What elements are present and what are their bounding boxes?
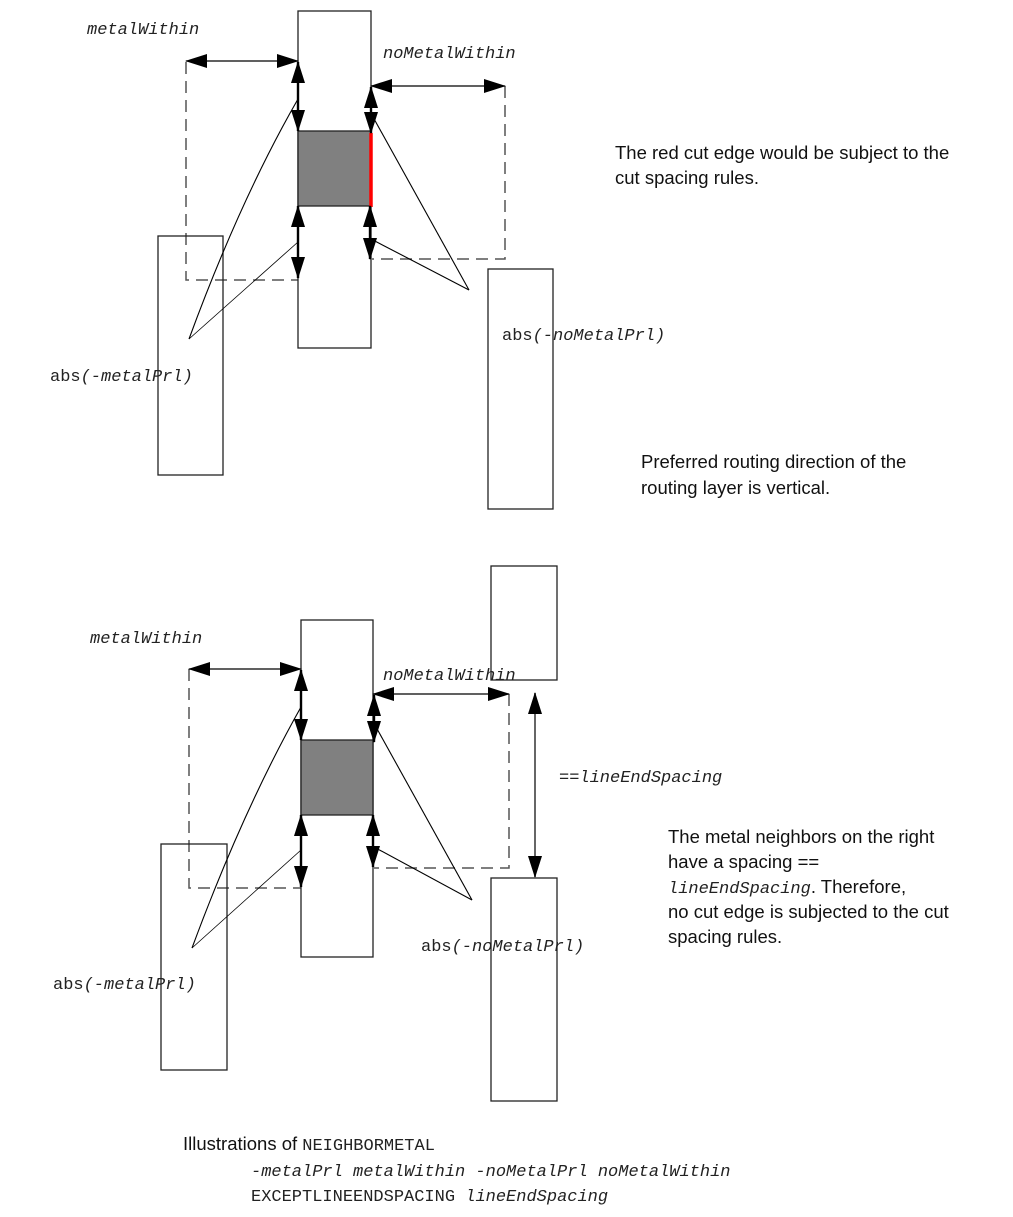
caption-line1: Illustrations of NEIGHBORMETAL xyxy=(183,1133,435,1156)
caption-prefix: Illustrations of xyxy=(183,1133,302,1154)
label-abs-no-metal-prl: abs(-noMetalPrl) xyxy=(502,327,665,346)
cut-via xyxy=(297,130,372,207)
label-abs-no-metal-prl: abs(-noMetalPrl) xyxy=(421,938,584,957)
note-line4: no cut edge is subjected to the cut xyxy=(668,901,949,922)
abs-prefix: abs xyxy=(421,938,452,957)
note-line5: spacing rules. xyxy=(668,926,782,947)
no-metal-prl-leader-a xyxy=(375,726,473,901)
abs-arg: (-noMetalPrl) xyxy=(533,327,666,346)
no-metal-within-window xyxy=(374,694,510,869)
label-abs-metal-prl: abs(-metalPrl) xyxy=(53,976,196,995)
abs-arg: (-metalPrl) xyxy=(81,368,193,387)
note-line3: lineEndSpacing. Therefore, xyxy=(668,876,906,899)
cut-via xyxy=(300,739,374,816)
abs-prefix: abs xyxy=(53,976,84,995)
note-line1: The metal neighbors on the right xyxy=(668,826,934,847)
label-no-metal-within: noMetalWithin xyxy=(383,45,516,64)
abs-prefix: abs xyxy=(50,368,81,387)
caption-keyword: NEIGHBORMETAL xyxy=(302,1137,435,1156)
top-diagram: metalWithin noMetalWithin abs(-metalPrl)… xyxy=(50,10,949,510)
note-rest: . Therefore, xyxy=(811,876,906,897)
left-neighbor-metal xyxy=(157,235,224,476)
caption-arg: lineEndSpacing xyxy=(465,1188,608,1207)
label-no-metal-within: noMetalWithin xyxy=(383,667,516,686)
abs-arg: (-metalPrl) xyxy=(84,976,196,995)
metal-prl-leader-curve xyxy=(191,706,302,949)
label-abs-metal-prl: abs(-metalPrl) xyxy=(50,368,193,387)
abs-arg: (-noMetalPrl) xyxy=(452,938,585,957)
metal-within-window xyxy=(185,62,298,281)
no-metal-prl-leader-b xyxy=(373,846,473,901)
left-neighbor-metal xyxy=(160,843,228,1071)
label-line-end-spacing: ==lineEndSpacing xyxy=(559,769,722,788)
no-metal-prl-leader-a xyxy=(372,116,470,291)
caption-line2: -metalPrl metalWithin -noMetalPrl noMeta… xyxy=(251,1163,730,1182)
caption-keyword-2: EXCEPTLINEENDSPACING xyxy=(251,1188,465,1207)
no-metal-prl-leader-b xyxy=(370,238,470,291)
caption-line3: EXCEPTLINEENDSPACING lineEndSpacing xyxy=(251,1188,608,1207)
note-direction-line2: routing layer is vertical. xyxy=(641,477,830,498)
note-direction-line1: Preferred routing direction of the xyxy=(641,451,906,472)
note-line2: have a spacing == xyxy=(668,851,819,872)
no-metal-within-window xyxy=(372,86,506,260)
note-red-edge-line2: cut spacing rules. xyxy=(615,167,759,188)
label-metal-within: metalWithin xyxy=(90,630,202,649)
note-code: lineEndSpacing xyxy=(668,880,811,899)
metal-prl-leader-curve xyxy=(188,98,299,340)
metal-prl-leader-line xyxy=(188,241,299,340)
bottom-diagram: metalWithin noMetalWithin ==lineEndSpaci… xyxy=(53,565,949,1102)
label-metal-within: metalWithin xyxy=(87,21,199,40)
right-neighbor-metal xyxy=(487,268,554,510)
metal-within-window xyxy=(188,669,301,889)
right-neighbor-metal-bottom xyxy=(490,877,558,1102)
note-red-edge-line1: The red cut edge would be subject to the xyxy=(615,142,949,163)
abs-prefix: abs xyxy=(502,327,533,346)
figure-caption: Illustrations of NEIGHBORMETAL -metalPrl… xyxy=(183,1133,730,1207)
right-neighbor-metal-top xyxy=(490,565,558,681)
metal-prl-leader-line xyxy=(191,849,302,949)
